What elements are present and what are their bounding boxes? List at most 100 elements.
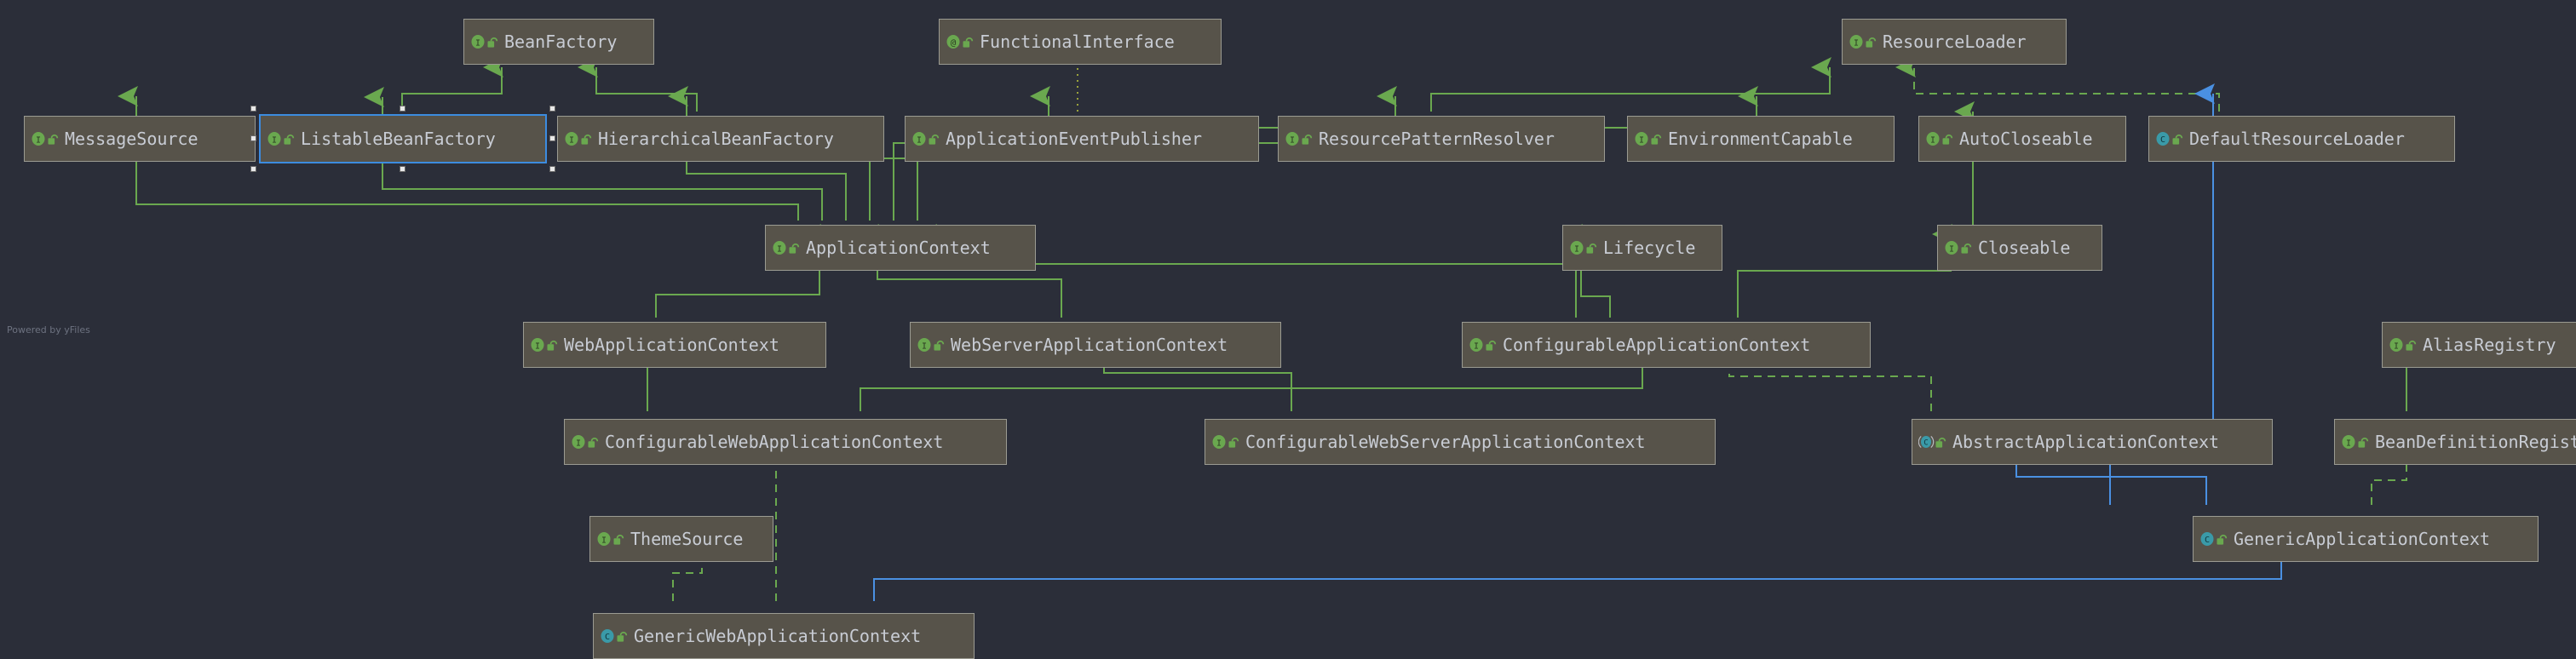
class-node-label: WebServerApplicationContext [951, 335, 1228, 355]
svg-text:I: I [1474, 341, 1479, 351]
class-type-icon: C [2155, 130, 2186, 148]
class-node-BeanDefinitionRegistry[interactable]: IBeanDefinitionRegistry [2334, 419, 2576, 465]
interface-type-icon: I [1849, 33, 1879, 51]
resize-handle-nw[interactable] [250, 106, 256, 112]
svg-text:C: C [1923, 438, 1928, 447]
resize-handle-w[interactable] [250, 135, 256, 141]
svg-text:I: I [576, 438, 581, 448]
svg-text:I: I [475, 38, 480, 48]
svg-text:C: C [605, 633, 610, 642]
class-type-icon: C [2199, 530, 2230, 548]
interface-type-icon: I [1569, 239, 1600, 257]
svg-text:I: I [36, 135, 41, 145]
annotation-type-icon: @ [946, 33, 976, 51]
resize-handle-s[interactable] [400, 166, 405, 172]
class-node-ConfigurableWebApplicationContext[interactable]: I ConfigurableWebApplicationContext [564, 419, 1007, 465]
interface-type-icon: I [31, 130, 61, 148]
interface-type-icon: I [1944, 239, 1975, 257]
class-node-AbstractApplicationContext[interactable]: C AbstractApplicationContext [1912, 419, 2273, 465]
interface-type-icon: I [2389, 336, 2419, 354]
class-node-FunctionalInterface[interactable]: @FunctionalInterface [939, 19, 1222, 65]
class-node-ListableBeanFactory[interactable]: I ListableBeanFactory [259, 114, 547, 163]
interface-type-icon: I [1285, 130, 1315, 148]
svg-text:I: I [535, 341, 540, 351]
svg-text:I: I [569, 135, 574, 145]
svg-text:C: C [2205, 536, 2210, 545]
interface-type-icon: I [564, 130, 595, 148]
svg-text:I: I [601, 536, 607, 545]
svg-text:I: I [1930, 135, 1935, 145]
class-node-Lifecycle[interactable]: I Lifecycle [1562, 225, 1722, 271]
interface-type-icon: I [772, 239, 802, 257]
interface-type-icon: I [1469, 336, 1499, 354]
resize-handle-sw[interactable] [250, 166, 256, 172]
class-node-label: ConfigurableApplicationContext [1503, 335, 1811, 355]
interface-type-icon: I [1925, 130, 1956, 148]
class-node-label: ThemeSource [630, 529, 744, 549]
class-node-GenericApplicationContext[interactable]: C GenericApplicationContext [2193, 516, 2539, 562]
class-node-label: AliasRegistry [2423, 335, 2556, 355]
svg-text:@: @ [951, 37, 957, 48]
class-node-label: ResourceLoader [1883, 32, 2027, 52]
svg-text:I: I [922, 341, 927, 351]
class-node-label: GenericApplicationContext [2234, 529, 2491, 549]
class-node-label: HierarchicalBeanFactory [598, 129, 834, 149]
class-node-ConfigurableApplicationContext[interactable]: I ConfigurableApplicationContext [1462, 322, 1871, 368]
class-node-ConfigurableWebServerApplicationContext[interactable]: I ConfigurableWebServerApplicationContext [1205, 419, 1716, 465]
class-node-ThemeSource[interactable]: I ThemeSource [589, 516, 773, 562]
class-node-label: ApplicationContext [806, 238, 991, 258]
class-node-MessageSource[interactable]: I MessageSource [24, 116, 256, 162]
class-node-AliasRegistry[interactable]: I AliasRegistry [2382, 322, 2576, 368]
class-node-GenericWebApplicationContext[interactable]: C GenericWebApplicationContext [593, 613, 975, 659]
class-node-label: Closeable [1978, 238, 2071, 258]
class-node-EnvironmentCapable[interactable]: I EnvironmentCapable [1627, 116, 1895, 162]
svg-text:I: I [1574, 244, 1579, 254]
class-type-icon: C [600, 627, 630, 645]
class-node-ResourcePatternResolver[interactable]: I ResourcePatternResolver [1278, 116, 1605, 162]
class-node-AutoCloseable[interactable]: I AutoCloseable [1918, 116, 2126, 162]
interface-type-icon: I [571, 433, 601, 451]
class-node-label: ListableBeanFactory [301, 129, 496, 149]
class-node-label: Lifecycle [1603, 238, 1696, 258]
class-node-label: EnvironmentCapable [1668, 129, 1853, 149]
svg-text:I: I [1854, 38, 1859, 48]
resize-handle-ne[interactable] [549, 106, 555, 112]
svg-text:I: I [917, 135, 922, 145]
svg-text:I: I [272, 135, 277, 145]
interface-type-icon: I [1634, 130, 1665, 148]
svg-text:I: I [1639, 135, 1644, 145]
class-node-label: ResourcePatternResolver [1319, 129, 1555, 149]
svg-text:C: C [2160, 135, 2165, 145]
svg-text:I: I [1216, 438, 1222, 448]
resize-handle-e[interactable] [549, 135, 555, 141]
class-node-label: AbstractApplicationContext [1952, 432, 2220, 452]
svg-text:I: I [1290, 135, 1295, 145]
watermark-label: Powered by yFiles [7, 324, 90, 335]
class-node-WebServerApplicationContext[interactable]: I WebServerApplicationContext [910, 322, 1281, 368]
class-node-label: AutoCloseable [1959, 129, 2093, 149]
interface-type-icon: I [2341, 433, 2372, 451]
resize-handle-n[interactable] [400, 106, 405, 112]
class-node-label: BeanDefinitionRegistry [2375, 432, 2576, 452]
class-node-label: DefaultResourceLoader [2189, 129, 2405, 149]
class-node-label: GenericWebApplicationContext [634, 626, 922, 646]
svg-text:I: I [777, 244, 782, 254]
class-node-label: ConfigurableWebApplicationContext [605, 432, 944, 452]
resize-handle-se[interactable] [549, 166, 555, 172]
class-node-label: MessageSource [65, 129, 198, 149]
class-node-DefaultResourceLoader[interactable]: C DefaultResourceLoader [2148, 116, 2455, 162]
class-type-icon: C [1918, 433, 1949, 451]
interface-type-icon: I [1211, 433, 1242, 451]
svg-text:I: I [2394, 341, 2399, 351]
interface-type-icon: I [530, 336, 561, 354]
class-node-ResourceLoader[interactable]: I ResourceLoader [1842, 19, 2067, 65]
interface-type-icon: I [470, 33, 501, 51]
class-node-HierarchicalBeanFactory[interactable]: I HierarchicalBeanFactory [557, 116, 884, 162]
class-node-label: ConfigurableWebServerApplicationContext [1245, 432, 1646, 452]
class-node-ApplicationContext[interactable]: I ApplicationContext [765, 225, 1036, 271]
